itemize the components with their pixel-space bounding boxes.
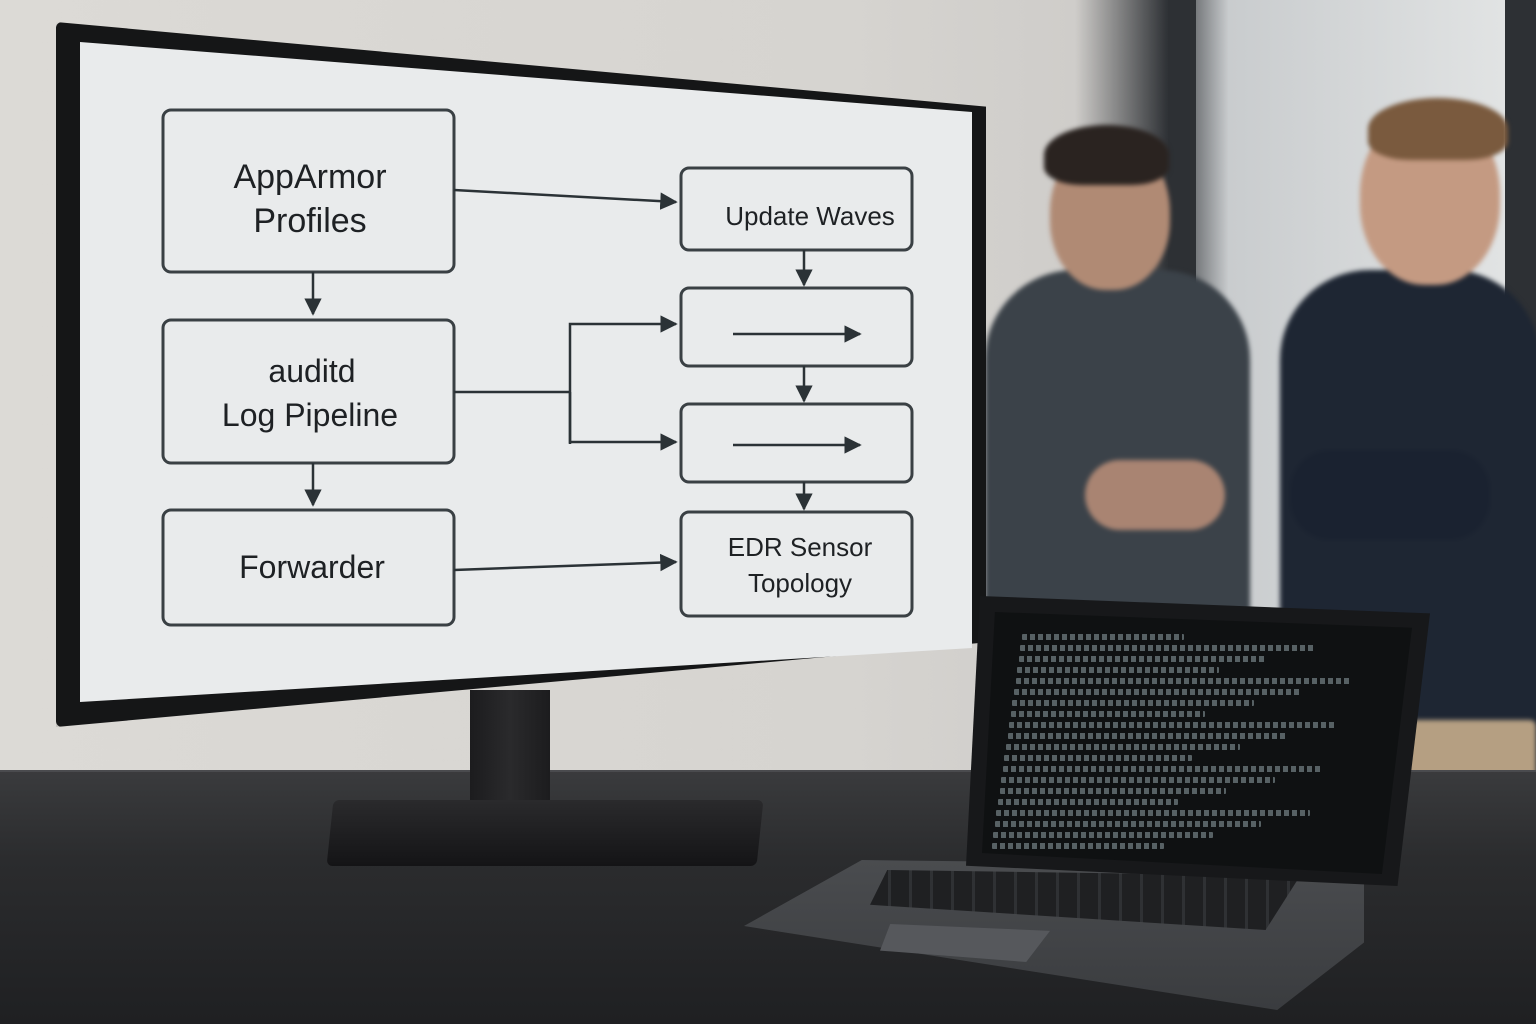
terminal-line (1009, 722, 1337, 728)
diagram-box-apparmor: AppArmor Profiles (161, 108, 456, 274)
terminal-line (993, 832, 1213, 838)
auditd-label-line-1: auditd (268, 353, 355, 389)
terminal-line (1001, 777, 1275, 783)
auditd-label-line-2: Log Pipeline (222, 397, 398, 433)
diagram-box-update-waves: Update Waves (679, 166, 914, 252)
monitor-stand-neck (470, 690, 550, 820)
diagram-box-forwarder: Forwarder (161, 508, 456, 627)
person-right-crossed-arms (1290, 450, 1490, 540)
terminal-line (994, 821, 1262, 827)
terminal-line (1002, 766, 1324, 772)
terminal-line (1020, 645, 1316, 651)
terminal-output (991, 634, 1382, 854)
desk-edge (0, 770, 1536, 772)
terminal-line (1018, 656, 1268, 662)
edr-sensor-label-line-2: Topology (748, 568, 852, 598)
terminal-line (1012, 700, 1254, 706)
terminal-line (996, 810, 1310, 816)
terminal-line (999, 788, 1227, 794)
terminal-line (1007, 733, 1289, 739)
person-left-hands (1085, 460, 1225, 530)
diagram-connectors (304, 188, 813, 572)
edr-sensor-label-line-1: EDR Sensor (728, 532, 873, 562)
diagram-box-auditd: auditd Log Pipeline (161, 318, 456, 465)
terminal-line (1017, 667, 1219, 673)
forwarder-label: Forwarder (239, 549, 385, 585)
terminal-line (1022, 634, 1184, 640)
laptop-terminal-screen (982, 612, 1412, 874)
connector-apparmor-to-update (453, 188, 678, 210)
person-right-hair (1368, 98, 1508, 160)
apparmor-label-line-1: AppArmor (233, 158, 386, 196)
diagram-box-stage-2 (679, 402, 914, 484)
terminal-line (1015, 678, 1351, 684)
terminal-line (1004, 755, 1192, 761)
diagram-box-edr-sensor: EDR Sensor Topology (679, 510, 914, 618)
terminal-line (1006, 744, 1240, 750)
person-left-hair (1044, 125, 1169, 185)
update-waves-label: Update Waves (725, 201, 895, 231)
terminal-line (991, 843, 1165, 849)
terminal-line (1014, 689, 1302, 695)
diagram-box-stage-1 (679, 286, 914, 368)
connector-forwarder-to-edr (453, 553, 678, 572)
apparmor-label-line-2: Profiles (253, 202, 366, 240)
screen-surface (80, 42, 972, 702)
terminal-line (1010, 711, 1206, 717)
connector-branch-to-stage-2 (568, 392, 678, 451)
terminal-line (998, 799, 1178, 805)
